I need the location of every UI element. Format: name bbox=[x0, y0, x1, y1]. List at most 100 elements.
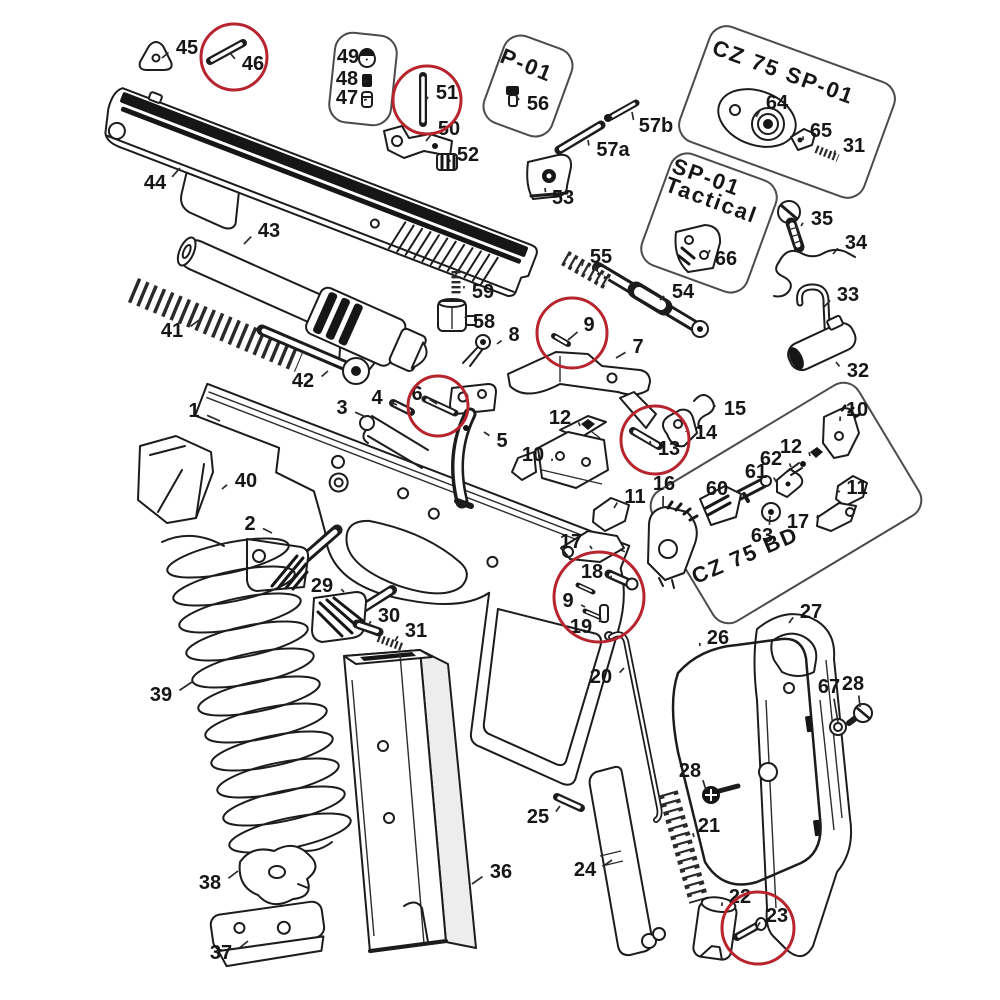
part-label-58-16: 58 bbox=[473, 311, 495, 333]
part-66 bbox=[674, 224, 722, 273]
leader-57b-10 bbox=[631, 111, 635, 121]
part-label-8-17: 8 bbox=[508, 324, 519, 346]
highlight-circle-18-9-19 bbox=[552, 550, 646, 644]
part-label-50-7: 50 bbox=[438, 118, 460, 140]
part-11-bd bbox=[835, 475, 868, 507]
leader-51-6 bbox=[425, 96, 429, 101]
highlight-circle-46 bbox=[199, 22, 269, 92]
part-12-left bbox=[581, 419, 601, 439]
part-31-top bbox=[814, 145, 840, 162]
part-label-1-31: 1 bbox=[188, 400, 199, 422]
leader-6-34 bbox=[429, 398, 438, 405]
part-base-plate bbox=[209, 900, 326, 968]
part-label-34-25: 34 bbox=[845, 232, 868, 254]
small-parts-box bbox=[328, 31, 398, 127]
leader-13-38 bbox=[649, 440, 652, 445]
part-sear-cage bbox=[511, 415, 609, 489]
leader-67-64 bbox=[833, 698, 839, 723]
leader-8-17 bbox=[496, 339, 503, 345]
part-label-32-27: 32 bbox=[847, 360, 869, 382]
leader-47-5 bbox=[363, 98, 368, 101]
part-21-spring bbox=[658, 790, 709, 904]
part-label-49-3: 49 bbox=[337, 46, 359, 68]
part-label-21-59: 21 bbox=[698, 815, 720, 837]
leader-28-66 bbox=[702, 779, 707, 791]
leader-43-28 bbox=[243, 235, 252, 245]
leader-50-7 bbox=[425, 134, 432, 142]
leader-25-57 bbox=[555, 805, 561, 813]
part-label-7-19: 7 bbox=[632, 336, 643, 358]
part-hammer bbox=[647, 500, 699, 589]
leader-35-24 bbox=[800, 222, 804, 227]
part-28-screw-left bbox=[702, 783, 741, 804]
part-label-29-48: 29 bbox=[311, 575, 333, 597]
leader-28-65 bbox=[857, 695, 861, 708]
part-label-24-58: 24 bbox=[574, 859, 597, 881]
leader-3-32 bbox=[354, 411, 367, 418]
part-slide bbox=[104, 87, 538, 297]
part-15-spring bbox=[693, 394, 715, 429]
part-label-33-26: 33 bbox=[837, 284, 859, 306]
part-label-16-41: 16 bbox=[653, 473, 675, 495]
part-label-15-36: 15 bbox=[724, 398, 746, 420]
part-8 bbox=[462, 334, 491, 367]
part-61 bbox=[776, 468, 804, 498]
part-57a bbox=[554, 120, 606, 155]
leader-55-13 bbox=[581, 261, 584, 267]
part-label-11-72: 11 bbox=[846, 477, 867, 499]
leader-40-51 bbox=[221, 484, 228, 490]
leader-52-8 bbox=[448, 159, 451, 163]
part-49 bbox=[358, 48, 376, 68]
part-62-spring bbox=[787, 461, 806, 476]
part-label-56-9: 56 bbox=[527, 93, 549, 115]
part-label-66-23: 66 bbox=[715, 248, 737, 270]
leader-21-59 bbox=[692, 832, 695, 838]
part-trigger-spring bbox=[359, 415, 429, 469]
leader-17-43 bbox=[589, 545, 593, 550]
p-01-box bbox=[482, 34, 574, 138]
part-label-30-49: 30 bbox=[378, 605, 400, 627]
leader-23-61 bbox=[755, 921, 761, 930]
part-pin-23 bbox=[733, 917, 767, 941]
leader-39-52 bbox=[178, 681, 193, 692]
cz-75-sp-01-box bbox=[678, 25, 896, 199]
part-24-bar bbox=[588, 765, 666, 957]
part-label-63-74: 63 bbox=[751, 525, 773, 547]
part-label-59-15: 59 bbox=[472, 281, 494, 303]
part-17-bd bbox=[816, 502, 857, 532]
part-pin-6 bbox=[421, 395, 459, 417]
leader-34-25 bbox=[832, 247, 839, 255]
part-label-64-20: 64 bbox=[766, 92, 789, 114]
part-35-screw bbox=[777, 200, 805, 253]
part-label-39-52: 39 bbox=[150, 684, 172, 706]
part-label-54-14: 54 bbox=[672, 281, 695, 303]
part-label-9-45: 9 bbox=[562, 590, 573, 612]
leader-31-50 bbox=[394, 635, 399, 642]
leader-32-27 bbox=[835, 361, 841, 367]
part-label-51-6: 51 bbox=[436, 82, 458, 104]
part-label-12-70: 12 bbox=[780, 436, 802, 458]
leader-66-23 bbox=[707, 249, 711, 254]
part-label-20-53: 20 bbox=[590, 666, 612, 688]
part-front-sight bbox=[138, 41, 173, 71]
part-12-bd bbox=[810, 447, 823, 458]
leader-37-55 bbox=[238, 940, 249, 949]
part-pin-9-top bbox=[551, 333, 571, 347]
part-pin-25 bbox=[553, 793, 585, 812]
part-18-screw bbox=[604, 569, 639, 591]
part-label-65-21: 65 bbox=[810, 120, 832, 142]
leader-58-16 bbox=[464, 315, 467, 319]
part-label-11-42: 11 bbox=[624, 486, 645, 508]
part-label-27-63: 27 bbox=[800, 601, 822, 623]
slide-serrations bbox=[387, 221, 499, 285]
part-follower-plate bbox=[238, 844, 317, 906]
leader-9-45 bbox=[580, 604, 586, 608]
leader-64-20 bbox=[755, 109, 762, 118]
part-label-31-22: 31 bbox=[843, 135, 865, 157]
part-label-25-57: 25 bbox=[527, 806, 549, 828]
leader-61-68 bbox=[772, 477, 778, 484]
part-safety bbox=[311, 585, 397, 643]
part-pin-46 bbox=[206, 39, 247, 65]
